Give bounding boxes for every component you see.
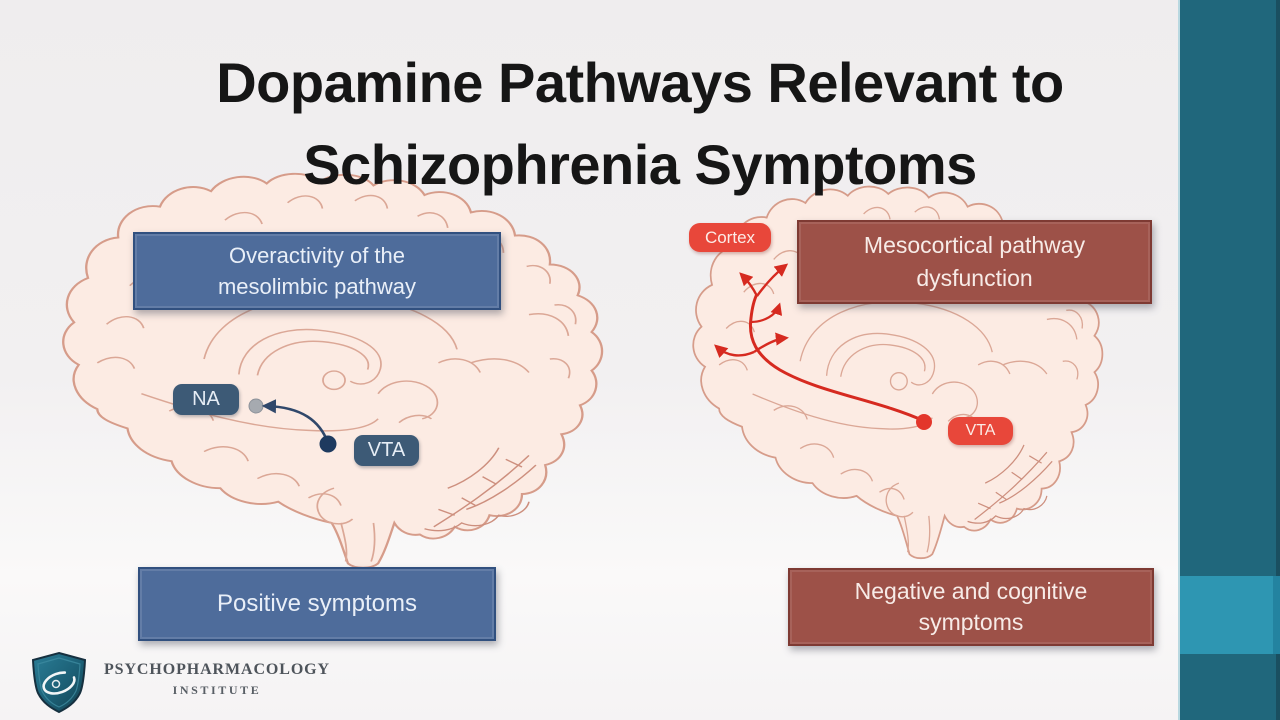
mesolimbic-box-line-1: Overactivity of the (228, 243, 406, 268)
negative-symptoms-line-2: symptoms (918, 609, 1024, 635)
slide-title: Dopamine Pathways Relevant to Schizophre… (0, 42, 1280, 206)
logo-org-name: PSYCHOPHARMACOLOGY (104, 661, 330, 678)
sidebar-accent-highlight (1180, 576, 1280, 654)
na-label: NA (192, 388, 220, 410)
title-line-1: Dopamine Pathways Relevant to (216, 50, 1064, 114)
left-brain-illustration (62, 172, 604, 569)
negative-symptoms-line-1: Negative and cognitive (854, 578, 1088, 604)
cortex-label-pill: Cortex (689, 223, 771, 252)
mesocortical-box-line-1: Mesocortical pathway (863, 232, 1086, 258)
mesolimbic-overactivity-box: Overactivity of the mesolimbic pathway (133, 232, 501, 310)
mesocortical-box-line-2: dysfunction (916, 265, 1033, 291)
mesolimbic-box-line-2: mesolimbic pathway (217, 274, 417, 299)
mesocortical-dysfunction-box: Mesocortical pathway dysfunction (797, 220, 1152, 304)
vta-label-pill-right: VTA (948, 417, 1013, 445)
positive-symptoms-label: Positive symptoms (216, 590, 418, 617)
vta-label-right: VTA (965, 422, 996, 439)
sidebar-accent-bar (1178, 0, 1280, 720)
vta-label-left: VTA (367, 439, 406, 461)
psychopharmacology-institute-logo: PSYCHOPHARMACOLOGY INSTITUTE (28, 650, 330, 714)
vta-label-pill-left: VTA (354, 435, 419, 466)
na-label-pill: NA (173, 384, 239, 415)
positive-symptoms-box: Positive symptoms (138, 567, 496, 641)
shield-logo-icon (31, 651, 87, 714)
logo-org-sub: INSTITUTE (172, 683, 262, 697)
negative-cognitive-symptoms-box: Negative and cognitive symptoms (788, 568, 1154, 646)
title-line-2: Schizophrenia Symptoms (303, 132, 977, 196)
cortex-label: Cortex (704, 227, 756, 247)
logo-wordmark: PSYCHOPHARMACOLOGY INSTITUTE (104, 650, 330, 714)
